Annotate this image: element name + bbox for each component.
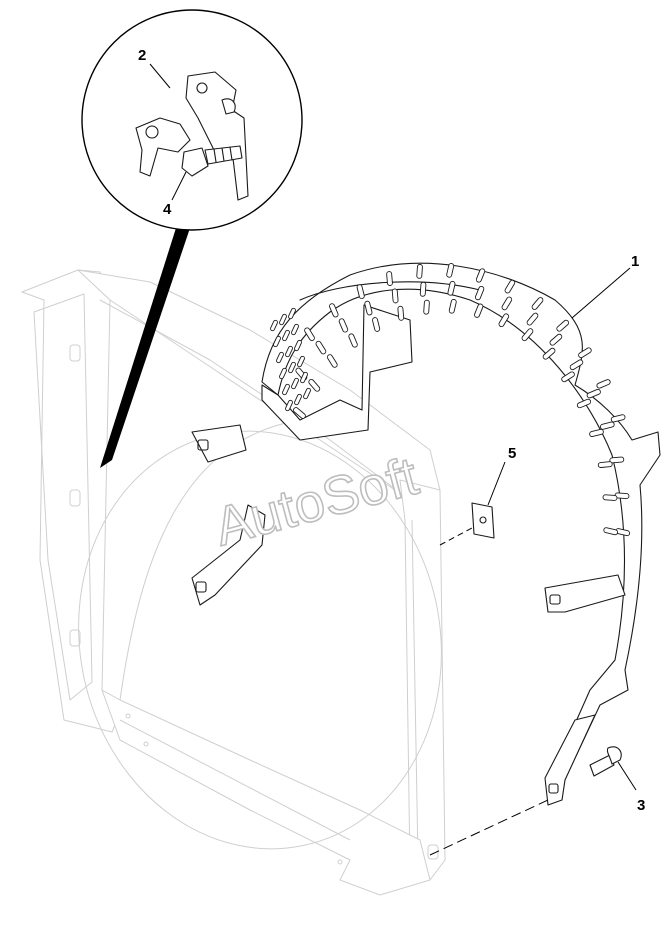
- perforation-slot: [447, 280, 456, 296]
- leader-lines: [149, 63, 637, 791]
- perforation-slot: [285, 345, 293, 358]
- perforation-slot: [294, 393, 302, 406]
- detail-magnifier: [81, 9, 303, 468]
- perforation-slot: [549, 333, 563, 346]
- perforation-slot: [303, 387, 311, 400]
- perforation-slot: [288, 361, 296, 374]
- perforation-slot: [475, 268, 486, 283]
- perforation-slot: [586, 388, 601, 399]
- perforation-slot: [597, 461, 613, 468]
- perforation-slot: [603, 527, 619, 536]
- fan-shroud-ring: [261, 262, 661, 791]
- perforation-slot: [531, 297, 544, 310]
- bolt-item-3: [429, 746, 622, 856]
- perforation-slot: [329, 303, 339, 318]
- watermark-text: AutoSoft: [208, 446, 424, 558]
- perforation-slot: [416, 263, 423, 279]
- perforation-slot: [474, 303, 484, 318]
- perforation-slot: [273, 335, 281, 348]
- perforation-slot: [270, 319, 278, 332]
- perforation-slot: [578, 347, 592, 359]
- callout-4: 4: [163, 201, 172, 218]
- shroud-brackets: [191, 424, 626, 806]
- perforation-slot: [446, 263, 455, 278]
- perforation-slot: [602, 494, 618, 501]
- perforation-slot: [348, 333, 358, 348]
- perforation-slot: [569, 359, 584, 371]
- perforation-slot: [291, 377, 299, 390]
- perforation-slot: [294, 339, 302, 352]
- perforation-slot: [282, 383, 290, 396]
- perforation-slot: [285, 399, 293, 412]
- perforation-slot: [501, 296, 513, 311]
- perforation-slot: [326, 354, 338, 368]
- perforation-slot: [308, 378, 321, 392]
- perforation-slot: [561, 371, 575, 383]
- perforation-slot: [279, 313, 287, 326]
- perforation-slot: [397, 305, 405, 321]
- callout-5: 5: [508, 445, 516, 462]
- radiator-frame-ghost: [21, 269, 446, 896]
- perforation-slot: [300, 371, 308, 384]
- perforation-slot: [297, 355, 305, 368]
- perforation-slot: [279, 367, 287, 380]
- perforation-slot: [282, 329, 290, 342]
- perforation-slot: [521, 328, 534, 342]
- perforation-slot: [291, 323, 299, 336]
- perforation-slot: [542, 347, 556, 360]
- perforation-slot: [372, 317, 381, 332]
- perforation-slot: [596, 379, 611, 389]
- perforation-slot: [276, 351, 284, 364]
- perforation-slot: [364, 300, 373, 316]
- perforation-slot: [338, 318, 349, 333]
- perforation-slot: [448, 298, 457, 314]
- perforation-slot: [589, 428, 604, 437]
- perforation-slot: [356, 284, 365, 299]
- perforation-slot: [419, 281, 427, 297]
- rubber-pad-item-5: [439, 502, 495, 546]
- callout-3: 3: [637, 797, 645, 814]
- perforation-slot: [498, 313, 510, 328]
- perforation-slot: [504, 279, 516, 294]
- perforation-slot: [391, 288, 399, 304]
- perforation-slot: [610, 414, 626, 423]
- perforation-slot: [576, 398, 592, 409]
- perforation-slot: [423, 299, 430, 315]
- perforation-slot: [609, 456, 625, 464]
- perforation-slot: [293, 407, 306, 419]
- callout-2: 2: [138, 47, 146, 64]
- perforation-slot: [556, 319, 570, 332]
- perforation-slot: [288, 307, 296, 320]
- perforation-slot: [386, 271, 393, 286]
- perforation-slot: [526, 312, 539, 326]
- perforation-slot: [304, 327, 315, 341]
- callout-1: 1: [631, 253, 639, 270]
- perforation-slot: [315, 340, 327, 355]
- perforation-slot: [599, 421, 615, 430]
- perforation-slot: [474, 285, 485, 301]
